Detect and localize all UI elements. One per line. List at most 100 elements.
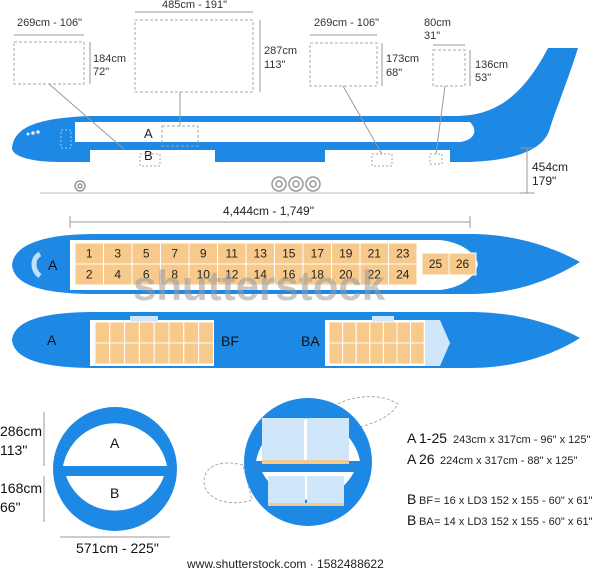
leader-line bbox=[48, 83, 126, 151]
deck-label-a: A bbox=[144, 126, 153, 141]
side-view: A B 454cm 179" 269cm - 106" 184cm 72" bbox=[12, 0, 578, 194]
main-slot-20-label: 20 bbox=[339, 268, 353, 282]
bf-container-4-bg bbox=[138, 321, 155, 344]
cross-label-a: A bbox=[110, 435, 120, 451]
bf-container-13-bg bbox=[153, 342, 170, 365]
main-slot-18-label: 18 bbox=[311, 268, 325, 282]
main-slot-15-label: 15 bbox=[282, 247, 296, 261]
container-right bbox=[307, 418, 349, 461]
main-box-height-in: 113" bbox=[264, 59, 286, 71]
ba-container-12-bg bbox=[382, 342, 398, 365]
leader-line bbox=[435, 85, 446, 155]
cockpit-window bbox=[31, 131, 35, 135]
height-cm: 454cm bbox=[532, 160, 568, 174]
spec-bf-text: = 16 x LD3 152 x 155 - 60" x 61" bbox=[434, 495, 593, 507]
cockpit-window bbox=[36, 130, 40, 134]
bf-container-12-bg bbox=[138, 342, 155, 365]
bf-container-1-bg bbox=[94, 321, 111, 344]
main-door-box bbox=[134, 19, 254, 93]
main-slot-5-label: 5 bbox=[143, 247, 150, 261]
bf-container-8-bg bbox=[198, 321, 214, 344]
bulk-hold bbox=[425, 320, 450, 366]
upper-deck-band bbox=[75, 122, 475, 142]
lower-deck-area bbox=[66, 476, 164, 511]
main-slot-7-label: 7 bbox=[171, 247, 178, 261]
lower-door-marker-front bbox=[139, 153, 161, 167]
main-slot-26-bg bbox=[448, 252, 477, 276]
upper-height-cm: 286cm bbox=[0, 423, 42, 439]
spec-ba-key: B bbox=[407, 512, 416, 528]
ba-door bbox=[372, 316, 394, 322]
bf-slots bbox=[94, 321, 214, 365]
nose-box-width: 269cm - 106" bbox=[17, 17, 82, 29]
ba-container-5-bg bbox=[382, 321, 398, 344]
main-slot-24-bg bbox=[388, 263, 418, 286]
main-slot-8-label: 8 bbox=[171, 268, 178, 282]
spec-ba-range: BA bbox=[419, 516, 434, 528]
lower-height-cm: 168cm bbox=[0, 480, 42, 496]
ba-container-9-bg bbox=[342, 342, 357, 365]
cross-width: 571cm - 225" bbox=[76, 540, 159, 556]
main-deck-label-a: A bbox=[48, 257, 58, 273]
ld3-right bbox=[307, 476, 344, 504]
main-slot-16-label: 16 bbox=[282, 268, 296, 282]
bf-container-2-bg bbox=[109, 321, 126, 344]
main-slot-11-label: 11 bbox=[226, 247, 239, 261]
lower-deck-band-front bbox=[90, 150, 215, 166]
bf-door bbox=[130, 316, 158, 322]
lower-deck-view: A BF BA bbox=[12, 312, 580, 368]
spec-a26-text: 224cm x 317cm - 88" x 125" bbox=[440, 455, 578, 467]
bf-container-6-bg bbox=[168, 321, 185, 344]
ba-container-10-bg bbox=[355, 342, 371, 365]
upper-door-open bbox=[329, 396, 399, 429]
bulk-door-box bbox=[432, 49, 466, 87]
ba-container-1-bg bbox=[328, 321, 344, 344]
spec-a26-key: A bbox=[407, 451, 417, 467]
nose-gear bbox=[74, 180, 86, 192]
upper-height-in: 113" bbox=[0, 442, 27, 458]
main-slot-14-label: 14 bbox=[254, 268, 268, 282]
main-slot-23-label: 23 bbox=[396, 247, 410, 261]
side-box-height-in: 68" bbox=[386, 67, 402, 79]
bf-container-14-bg bbox=[168, 342, 185, 365]
ba-container-4-bg bbox=[369, 321, 384, 344]
main-slot-21-label: 21 bbox=[368, 247, 382, 261]
ba-container-3-bg bbox=[355, 321, 371, 344]
cross-label-b: B bbox=[110, 485, 119, 501]
main-deck-length: 4,444cm - 1,749" bbox=[223, 204, 314, 218]
spec-ba-text: = 14 x LD3 152 x 155 - 60" x 61" bbox=[434, 516, 593, 528]
spec-a-range: 1-25 bbox=[419, 430, 447, 446]
main-slot-22-label: 22 bbox=[368, 268, 382, 282]
deck-label-b: B bbox=[144, 148, 153, 163]
main-slot-12-label: 12 bbox=[225, 268, 239, 282]
ba-container-8-bg bbox=[328, 342, 344, 365]
main-box-height-cm: 287cm bbox=[264, 45, 297, 57]
nose-box-height-cm: 184cm bbox=[93, 53, 126, 65]
spec-a-key: A bbox=[407, 430, 417, 446]
main-slot-19-label: 19 bbox=[339, 247, 353, 261]
container-left bbox=[262, 418, 304, 461]
bf-container-9-bg bbox=[94, 342, 111, 365]
main-slot-9-label: 9 bbox=[200, 247, 207, 261]
spec-bf-key: B bbox=[407, 491, 416, 507]
pallet bbox=[262, 460, 349, 464]
main-box-width: 485cm - 191" bbox=[162, 0, 227, 11]
bf-container-11-bg bbox=[124, 342, 140, 365]
bulk-box-width-in: 31" bbox=[424, 30, 440, 42]
height-in: 179" bbox=[532, 174, 556, 188]
spec-list: A 1-25 243cm x 317cm - 96" x 125" A 26 2… bbox=[407, 430, 593, 528]
lower-deck-label-bf: BF bbox=[221, 333, 239, 349]
bf-container-15-bg bbox=[183, 342, 200, 365]
bf-container-16-bg bbox=[198, 342, 214, 365]
ld3-base bbox=[268, 503, 344, 506]
ba-container-6-bg bbox=[396, 321, 412, 344]
spec-bf-range: BF bbox=[419, 495, 433, 507]
main-slot-13-label: 13 bbox=[254, 247, 268, 261]
bulk-box-height-cm: 136cm bbox=[475, 59, 508, 71]
nose-box-height-in: 72" bbox=[93, 66, 109, 78]
ba-container-7-bg bbox=[410, 321, 425, 344]
side-box-width: 269cm - 106" bbox=[314, 17, 379, 29]
side-door-box bbox=[309, 42, 378, 87]
